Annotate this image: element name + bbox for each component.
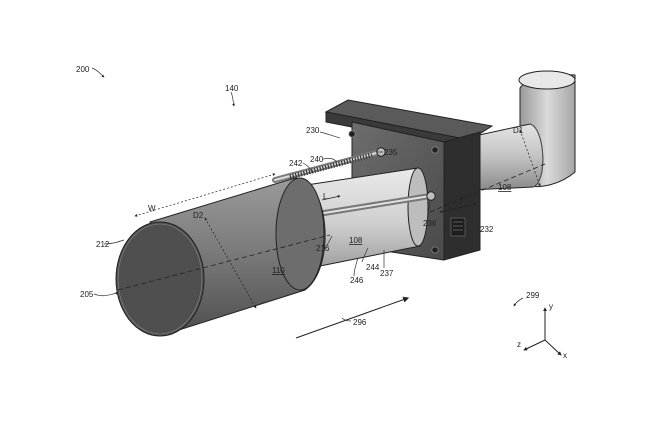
label-236: 236 [423,219,437,228]
label-237: 237 [380,269,394,278]
label-246: 246 [350,276,364,285]
label-240: 240 [310,155,324,164]
label-108-outer: 108 [498,183,512,192]
reference-labels: 200 140 230 235 242 240 W D2 L D1 J 212 … [76,65,567,360]
inner-tube-end [407,167,429,247]
label-dim-j: J [458,197,462,206]
label-110: 110 [272,266,285,275]
label-axis-z: z [517,340,521,349]
label-dim-d1: D1 [513,126,524,135]
label-296: 296 [353,318,367,327]
sleeve-rear-rim [275,177,325,291]
leader-216 [325,235,333,248]
center-axis [117,234,331,291]
label-244: 244 [366,263,380,272]
leader-296 [341,317,352,322]
label-dim-w: W [148,204,156,213]
label-242: 242 [289,159,303,168]
inner-tube [299,167,429,271]
dim-j-line [439,203,477,213]
leader-244 [361,247,369,263]
label-axis-y: y [549,302,553,311]
motion-arrow-296 [295,296,410,339]
coordinate-axes [523,307,562,356]
label-212: 212 [96,240,110,249]
leader-246 [353,257,359,277]
bolt-hole-top-left [348,130,356,138]
label-205: 205 [80,290,94,299]
label-299: 299 [526,291,540,300]
label-dim-d2: D2 [193,211,204,220]
label-axis-x: x [563,351,567,360]
label-232: 232 [480,225,494,234]
leader-205 [93,291,119,297]
leader-212 [103,239,125,245]
label-108-inner: 108 [349,236,363,245]
slot-232 [450,217,466,237]
leader-242 [302,162,313,173]
leader-140 [230,91,235,107]
leader-200 [91,67,105,78]
dim-d2-line [204,217,257,309]
spring-coil [289,152,373,180]
dim-d1-line [519,129,541,187]
label-230: 230 [306,126,320,135]
label-dim-l: L [323,192,328,201]
label-235: 235 [384,148,398,157]
leader-240 [322,158,338,163]
bolt-hole-top-right [431,146,439,154]
rod-assembly [272,147,436,217]
sleeve-110 [115,177,326,337]
leader-lines [91,67,524,322]
bracket-side [443,131,481,261]
leader-230 [319,131,341,139]
label-216: 216 [316,244,330,253]
leader-232 [463,225,479,229]
label-200: 200 [76,65,90,74]
dim-l-line [321,195,341,201]
rod-end-236 [426,191,436,201]
dim-w-line [134,173,276,217]
bolt-hole-bottom-right [431,246,439,254]
label-140: 140 [225,84,239,93]
axis-x-line [544,339,562,356]
leader-299 [513,297,524,307]
axis-z-line [523,339,546,351]
elbow-opening [518,70,576,90]
leader-236 [426,201,431,223]
